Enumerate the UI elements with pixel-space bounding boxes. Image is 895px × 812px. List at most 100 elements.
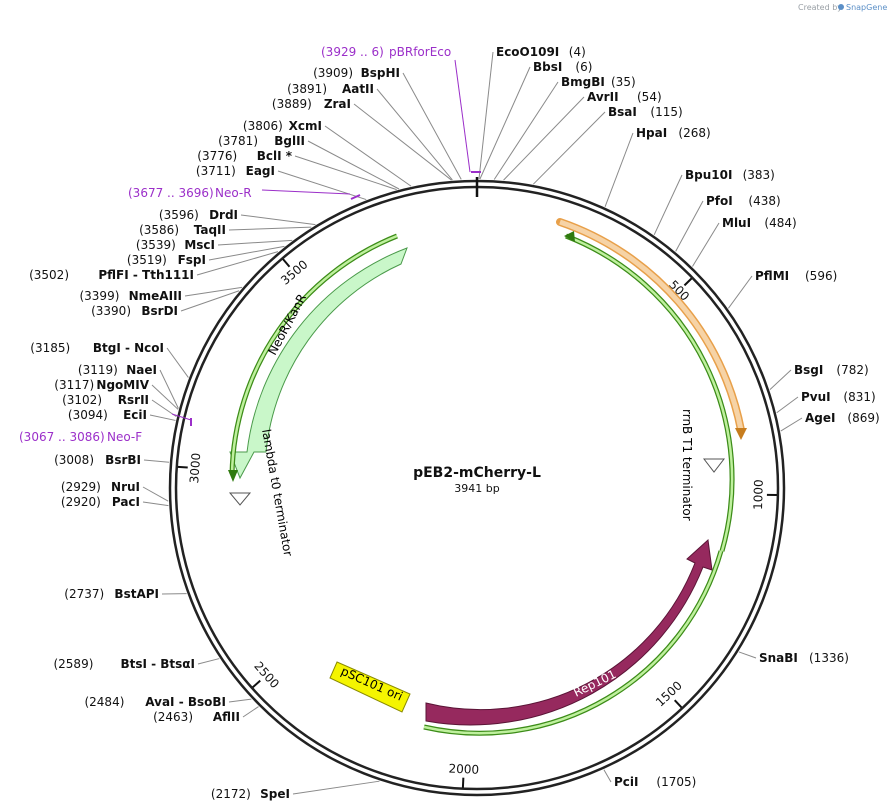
enzyme-position: (1336)	[809, 651, 849, 665]
enzyme-label-aatii: (3891)AatII	[287, 82, 374, 96]
enzyme-leader-line	[353, 103, 452, 181]
enzyme-name: NruI	[111, 480, 140, 494]
enzyme-position: (3781)	[218, 134, 258, 148]
enzyme-name: BsrDI	[141, 304, 178, 318]
enzyme-name: PflFI - Tth111I	[98, 268, 194, 282]
enzyme-leader-line	[727, 275, 753, 309]
enzyme-position: (596)	[805, 269, 837, 283]
enzyme-position: (3008)	[54, 453, 94, 467]
neor-kanr-arrow	[229, 247, 408, 480]
enzyme-position: (3891)	[287, 82, 327, 96]
enzyme-name: TaqII	[194, 223, 226, 237]
credit-text: Created by	[798, 3, 842, 12]
enzyme-name: EagI	[246, 164, 275, 178]
enzyme-name: EciI	[123, 408, 147, 422]
enzyme-leader-line	[776, 396, 799, 414]
enzyme-label-btsi-bts-i: (2589)BtsI - BtsαI	[53, 657, 195, 671]
enzyme-label-bsai: (115)BsaI	[608, 105, 683, 119]
primer-label-pbrforeco: (3929 .. 6) pBRforEco	[321, 45, 451, 59]
enzyme-leader-line	[277, 170, 367, 201]
enzyme-name: ZraI	[324, 97, 351, 111]
enzyme-leader-line	[479, 66, 531, 180]
enzyme-name: PvuI	[801, 390, 831, 404]
enzyme-name: AvaI - BsoBI	[145, 695, 226, 709]
primer-label-neo-r: (3677 .. 3696) Neo-R	[128, 186, 252, 200]
enzyme-leader-line	[532, 111, 606, 185]
primer-range: (3929 .. 6)	[321, 45, 384, 59]
enzyme-leader-line	[402, 72, 462, 180]
enzyme-name: EcoO109I	[496, 45, 559, 59]
tick-mark	[683, 277, 693, 287]
enzyme-position: (3776)	[197, 149, 237, 163]
enzyme-label-pflfi-tth111i: (3502) PflFI - Tth111I	[29, 268, 194, 282]
enzyme-leader-line	[228, 698, 252, 703]
rrnb-terminator-label: rrnB T1 terminator	[680, 409, 694, 521]
enzyme-position: (2920)	[61, 495, 101, 509]
tick-label: 2500	[251, 659, 282, 691]
enzyme-label-pvui: (831) PvuI	[801, 390, 876, 404]
enzyme-leader-line	[143, 459, 170, 463]
enzyme-position: (3117)	[54, 378, 94, 392]
enzyme-name: BtgI - NcoI	[93, 341, 164, 355]
enzyme-name: AgeI	[805, 411, 835, 425]
enzyme-position: (2929)	[61, 480, 101, 494]
enzyme-position: (3539)	[136, 238, 176, 252]
enzyme-label-btgi-ncoi: (3185)BtgI - NcoI	[30, 341, 164, 355]
enzyme-position: (2484)	[84, 695, 124, 709]
enzyme-leader-line	[692, 222, 720, 267]
enzyme-label-bglii: (3781)BglII	[218, 134, 305, 148]
enzyme-leader-line	[292, 780, 380, 795]
enzyme-name: AvrII	[587, 90, 619, 104]
enzyme-label-ecii: (3094)EciI	[68, 408, 147, 422]
enzyme-leader-line	[294, 155, 397, 191]
enzyme-position: (3502)	[29, 268, 69, 282]
enzyme-name: BsaI	[608, 105, 637, 119]
enzyme-leader-line	[197, 658, 220, 665]
enzyme-name: RsrII	[118, 393, 149, 407]
neo-green-arc	[228, 233, 398, 482]
enzyme-leader-line	[166, 347, 189, 378]
enzyme-name: FspI	[178, 253, 206, 267]
enzyme-leader-line	[769, 369, 792, 390]
enzyme-name: BsrBI	[105, 453, 141, 467]
enzyme-leader-line	[604, 132, 634, 207]
enzyme-leader-line	[184, 286, 243, 297]
enzyme-position: (782)	[836, 363, 868, 377]
enzyme-position: (2737)	[64, 587, 104, 601]
enzyme-name: PflMI	[755, 269, 789, 283]
enzyme-leader-line	[503, 96, 585, 181]
primer-name: pBRforEco	[389, 45, 451, 59]
enzyme-label-bsrbi: (3008) BsrBI	[54, 453, 141, 467]
plasmid-length: 3941 bp	[454, 482, 499, 495]
enzyme-leader-line	[307, 140, 400, 190]
enzyme-position: (3390)	[91, 304, 131, 318]
enzyme-label-avai-bsobi: (2484) AvaI - BsoBI	[84, 695, 226, 709]
enzyme-position: (3596)	[159, 208, 199, 222]
primer-name: Neo-F	[107, 430, 142, 444]
enzyme-label-bcli-: (3776) BclI *	[197, 149, 292, 163]
enzyme-position: (3399)	[79, 289, 119, 303]
tick-mark	[177, 465, 188, 469]
enzyme-position: (831)	[843, 390, 875, 404]
enzyme-leader-line	[228, 226, 312, 231]
enzyme-label-rsrii: (3102)RsrII	[62, 393, 149, 407]
enzyme-position: (383)	[743, 168, 775, 182]
enzyme-position: (2589)	[53, 657, 93, 671]
enzyme-label-hpai: (268)HpaI	[636, 126, 711, 140]
enzyme-label-msci: (3539)MscI	[136, 238, 215, 252]
enzyme-name: MluI	[722, 216, 751, 230]
snapgene-logo-icon	[838, 4, 844, 10]
credit-brand: SnapGene	[846, 3, 887, 12]
enzyme-leaders	[142, 51, 803, 795]
enzyme-name: BspHI	[361, 66, 400, 80]
enzyme-position: (6)	[575, 60, 592, 74]
enzyme-name: BmgBI	[561, 75, 605, 89]
enzyme-label-taqii: (3586)TaqII	[139, 223, 226, 237]
enzyme-label-paci: (2920)PacI	[61, 495, 140, 509]
enzyme-label-nrui: (2929) NruI	[61, 480, 140, 494]
enzyme-label-eagi: (3711)EagI	[196, 164, 275, 178]
enzyme-label-nmeaiii: (3399)NmeAIII	[79, 289, 182, 303]
enzyme-name: BclI *	[257, 149, 293, 163]
enzyme-name: BsgI	[794, 363, 823, 377]
enzyme-position: (2172)	[211, 787, 251, 801]
